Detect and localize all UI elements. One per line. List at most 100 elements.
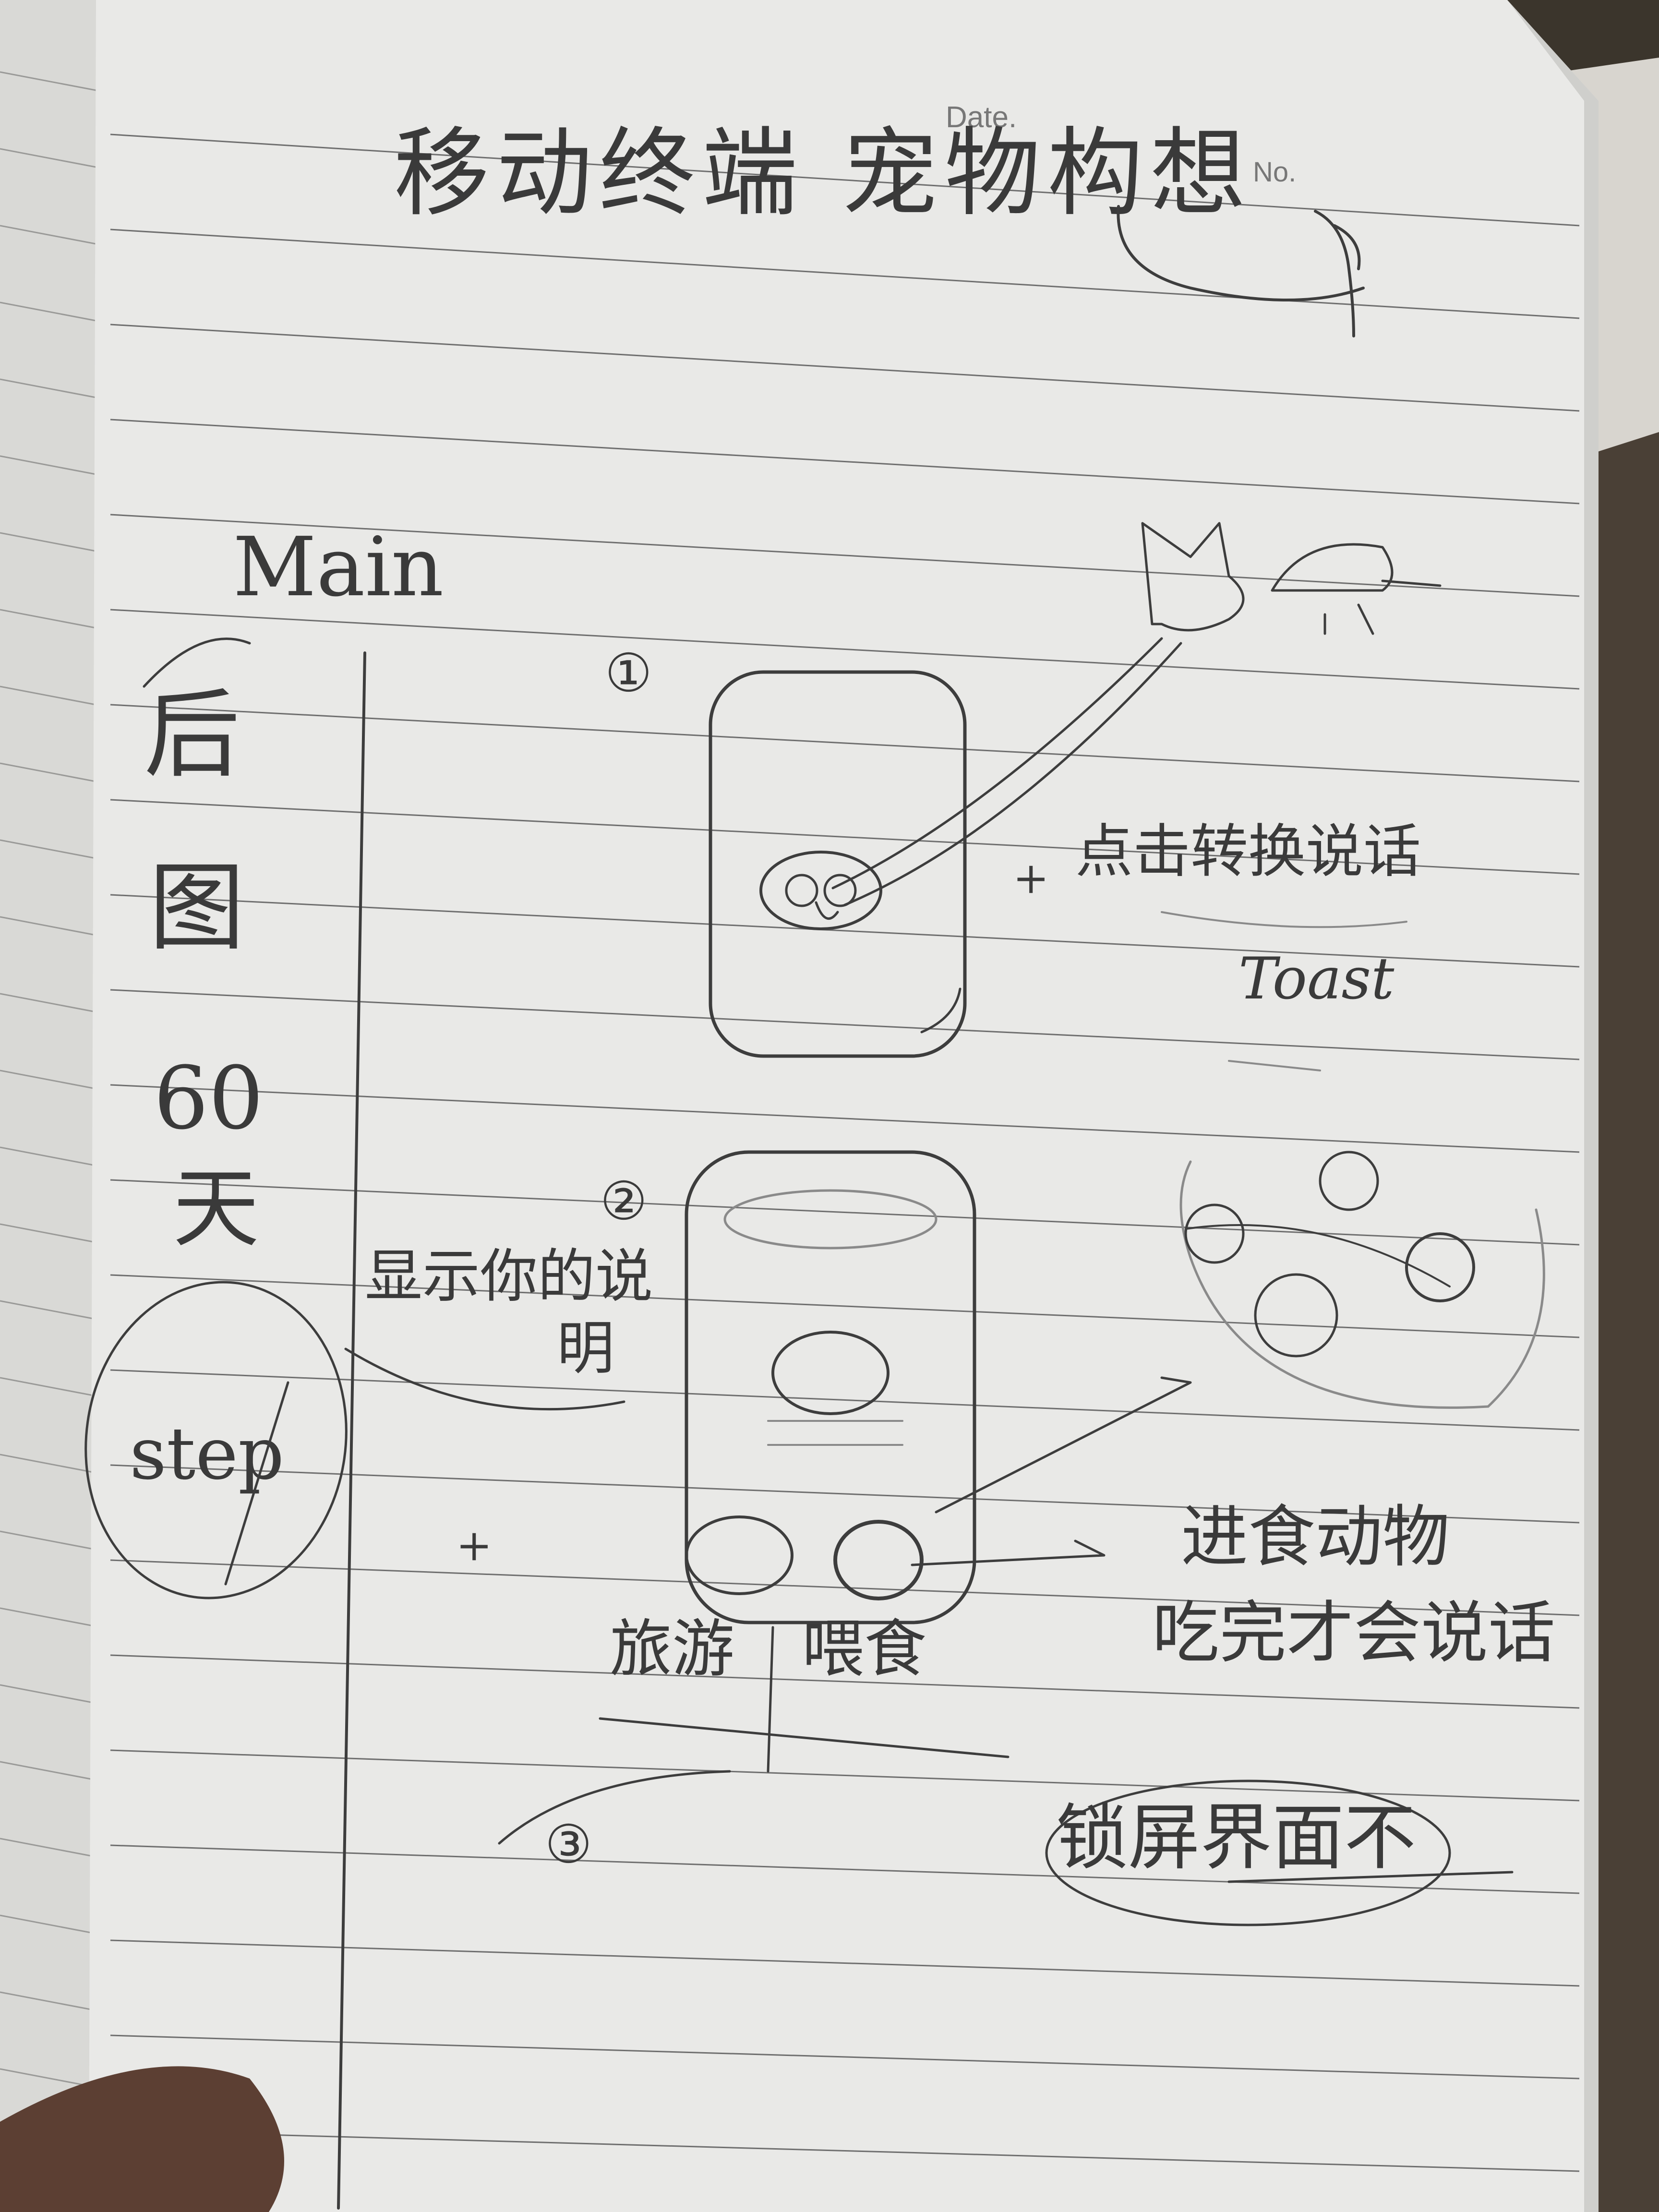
main-heading: Main bbox=[233, 520, 444, 615]
pet-eye-left bbox=[785, 874, 818, 907]
margin-line bbox=[337, 651, 366, 2210]
frame-3-oval bbox=[1045, 1779, 1451, 1926]
ruled-line bbox=[110, 1464, 1580, 1524]
frame-3-number: ③ bbox=[545, 1814, 592, 1875]
food-item-2 bbox=[1319, 1151, 1379, 1211]
ruled-line bbox=[110, 324, 1580, 412]
ruled-line bbox=[110, 133, 1580, 227]
left-page-rules bbox=[0, 71, 101, 2166]
frame-2-plus: + bbox=[456, 1520, 492, 1571]
ruled-line bbox=[110, 704, 1580, 782]
ruled-line bbox=[110, 799, 1580, 875]
ruled-line bbox=[110, 1749, 1580, 1802]
left-page-ruled-line bbox=[0, 1607, 101, 1628]
left-page-ruled-line bbox=[0, 1991, 101, 2012]
ruled-line bbox=[110, 609, 1580, 690]
left-page-ruled-line bbox=[0, 1223, 101, 1244]
pet-eye-right bbox=[823, 874, 857, 907]
ruled-line bbox=[110, 989, 1580, 1060]
thumb bbox=[0, 2066, 284, 2212]
left-page-ruled-line bbox=[0, 1914, 101, 1936]
food-item-3 bbox=[1405, 1232, 1475, 1302]
frame-2-number: ② bbox=[600, 1170, 648, 1232]
ruled-line bbox=[110, 2129, 1580, 2172]
pet-callout-line bbox=[831, 637, 1182, 906]
frame-2-left-arc bbox=[344, 1347, 625, 1411]
left-page-ruled-line bbox=[0, 1146, 101, 1167]
left-page-ruled-line bbox=[0, 1761, 101, 1782]
feed-arrows bbox=[911, 1376, 1192, 1566]
step-circle bbox=[84, 1281, 348, 1599]
ruled-line bbox=[110, 419, 1580, 505]
left-page-ruled-line bbox=[0, 609, 101, 630]
frame-1-note: 点击转换说话 bbox=[1075, 818, 1421, 885]
frame-1-underline bbox=[1161, 911, 1407, 1071]
frame-1-toast: Toast bbox=[1238, 946, 1395, 1012]
left-page-ruled-line bbox=[0, 532, 101, 553]
frame-1-plus: + bbox=[1013, 853, 1049, 903]
button-divider bbox=[599, 1626, 1010, 1773]
number-label: No. bbox=[1253, 156, 1296, 188]
ruled-line bbox=[110, 514, 1580, 597]
frame-3-arc bbox=[498, 1770, 731, 1845]
frame-2-note-1: 进食动物 bbox=[1181, 1498, 1450, 1576]
phone-frame-2 bbox=[685, 1150, 976, 1624]
left-page-ruled-line bbox=[0, 378, 101, 399]
left-page-ruled-line bbox=[0, 1070, 101, 1091]
left-page-ruled-line bbox=[0, 762, 101, 783]
left-page-ruled-line bbox=[0, 993, 101, 1014]
ruled-line bbox=[110, 228, 1580, 319]
food-area-outline bbox=[1179, 1160, 1545, 1409]
left-page-ruled-line bbox=[0, 301, 101, 323]
frame-2-note-2: 吃完才会说话 bbox=[1152, 1594, 1555, 1672]
feed-button[interactable] bbox=[833, 1520, 924, 1600]
left-page-ruled-line bbox=[0, 148, 101, 169]
step-slash bbox=[224, 1381, 289, 1586]
left-page-ruled-line bbox=[0, 1530, 101, 1551]
pet-icon-oval bbox=[759, 851, 882, 930]
travel-button[interactable] bbox=[685, 1515, 793, 1595]
rabbit-sketch bbox=[1141, 522, 1245, 632]
title-bracket bbox=[1117, 205, 1365, 337]
frame-1-number: ① bbox=[605, 642, 652, 704]
ruled-line bbox=[110, 1369, 1580, 1431]
feed-button-label: 喂食 bbox=[802, 1612, 926, 1685]
left-page bbox=[0, 0, 110, 2212]
frame-2-left-note-2: 明 bbox=[557, 1315, 614, 1382]
left-page-ruled-line bbox=[0, 1684, 101, 1705]
ruled-line bbox=[110, 1084, 1580, 1153]
cloud-sketch bbox=[1271, 543, 1442, 635]
left-page-ruled-line bbox=[0, 916, 101, 937]
food-item-1 bbox=[1184, 1203, 1245, 1264]
pet-body-2 bbox=[771, 1331, 890, 1415]
food-connector bbox=[1185, 1224, 1451, 1287]
date-label: Date. bbox=[946, 101, 1017, 134]
margin-char-4: 天 bbox=[173, 1159, 259, 1259]
left-page-ruled-line bbox=[0, 685, 101, 707]
margin-char-3: 60 bbox=[154, 1048, 264, 1149]
ruled-line bbox=[110, 894, 1580, 968]
page-edge bbox=[1507, 0, 1599, 2212]
margin-char-1: 后 bbox=[144, 679, 240, 791]
main-arc bbox=[143, 637, 251, 688]
left-page-ruled-line bbox=[0, 1454, 101, 1475]
ruled-line bbox=[110, 2034, 1580, 2080]
phone-frame-2-header bbox=[723, 1189, 938, 1250]
left-page-ruled-line bbox=[0, 1300, 101, 1321]
frame-3-underline bbox=[1227, 1871, 1514, 1883]
notebook-page bbox=[89, 0, 1599, 2212]
phone-frame-1-corner bbox=[920, 987, 962, 1034]
phone-frame-1 bbox=[709, 670, 967, 1058]
pet-shadow-2 bbox=[767, 1420, 903, 1446]
left-page-ruled-line bbox=[0, 1838, 101, 1859]
frame-3-note: 锁屏界面不 bbox=[1056, 1796, 1416, 1880]
ruled-line bbox=[110, 1939, 1580, 1987]
left-page-ruled-line bbox=[0, 225, 101, 246]
step-label: step bbox=[130, 1412, 284, 1496]
frame-2-left-note-1: 显示你的说 bbox=[365, 1243, 653, 1310]
travel-button-label: 旅游 bbox=[610, 1612, 734, 1685]
ruled-line bbox=[110, 1844, 1580, 1894]
left-page-ruled-line bbox=[0, 455, 101, 476]
left-page-ruled-line bbox=[0, 1377, 101, 1398]
left-page-ruled-line bbox=[0, 71, 101, 92]
